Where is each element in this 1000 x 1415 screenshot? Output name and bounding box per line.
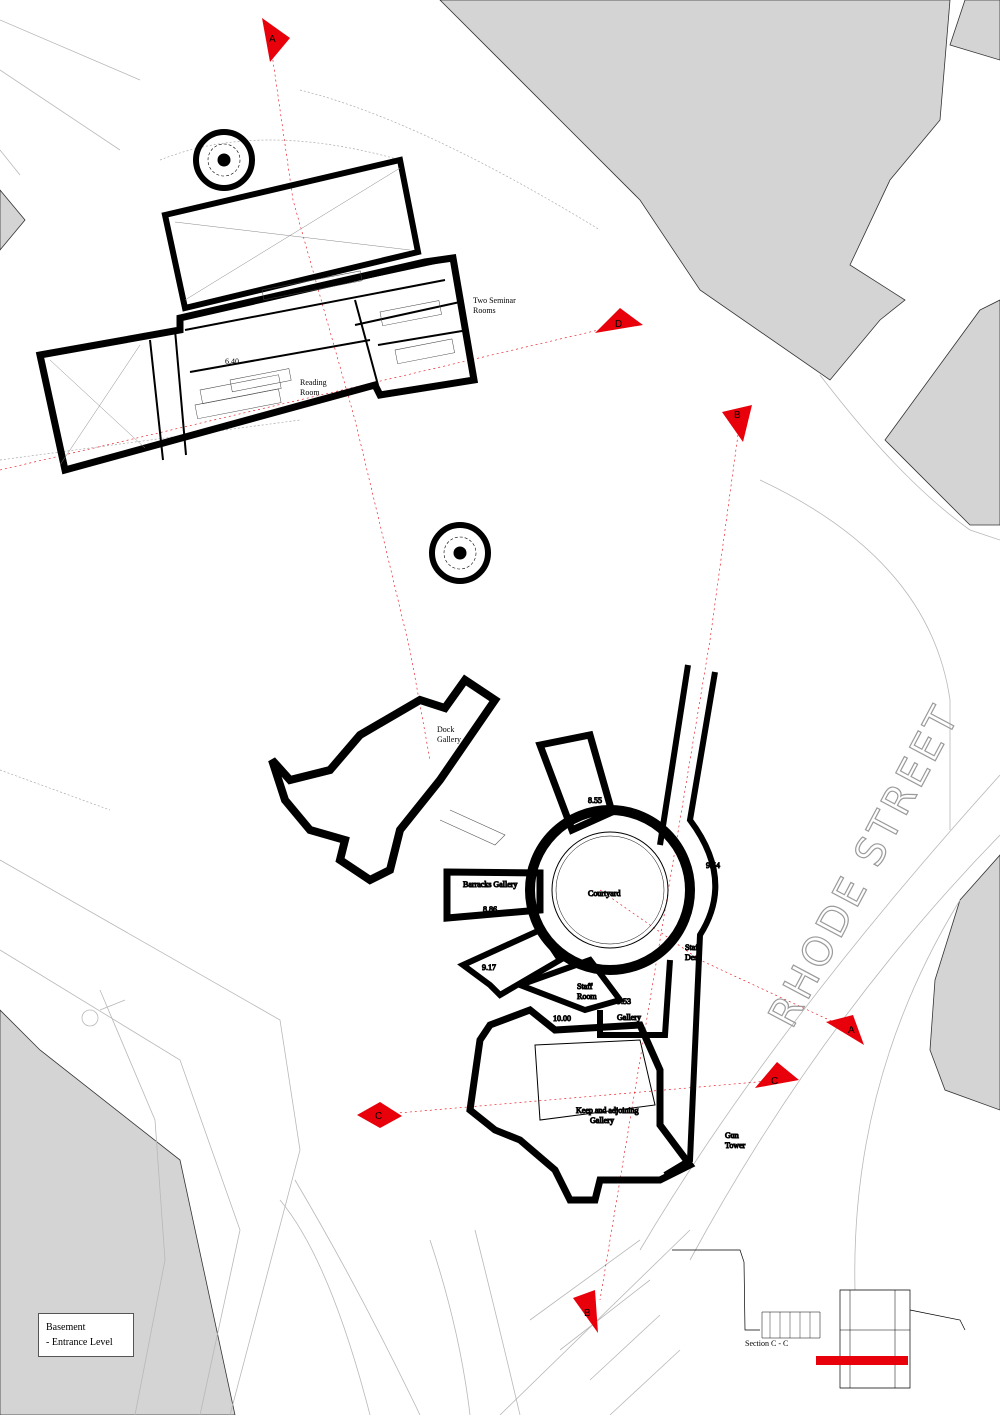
building-east	[884, 299, 1000, 526]
library-block: Two Seminar Rooms Reading Room 6.40	[35, 156, 516, 475]
level-954: 9.54	[706, 861, 720, 870]
section-inset: Section C - C	[672, 1249, 966, 1389]
label-seminar-line2: Rooms	[473, 306, 496, 315]
label-dock-line1: Dock	[437, 725, 454, 734]
svg-text:B: B	[734, 410, 741, 421]
svg-text:C: C	[375, 1111, 382, 1122]
level-917: 9.17	[482, 963, 496, 972]
marker-c-right: C	[755, 1062, 799, 1088]
caption-line1: Basement	[46, 1322, 86, 1333]
label-keep-line2: Gallery	[590, 1116, 614, 1125]
marker-a-top: A	[262, 18, 290, 62]
courtyard-inner	[551, 831, 669, 949]
inner-walls	[149, 261, 469, 461]
spiral-stairs	[193, 129, 491, 584]
svg-text:C: C	[771, 1076, 778, 1087]
building-south-east	[929, 854, 1000, 1111]
keep-inner	[534, 1039, 656, 1121]
south-wall	[597, 959, 673, 1038]
fortress: Courtyard Barracks Gallery Staff Room St…	[443, 664, 746, 1204]
label-courtyard: Courtyard	[588, 889, 620, 898]
level-855: 8.55	[588, 796, 602, 805]
spiral-stair-north	[193, 129, 255, 191]
svg-text:A: A	[848, 1025, 855, 1036]
section-markers: A D B A C C B	[262, 18, 864, 1333]
drawing-caption: Basement - Entrance Level	[38, 1313, 134, 1357]
site-boundaries	[0, 89, 601, 811]
label-seminar-line1: Two Seminar	[473, 296, 516, 305]
stair-arm	[457, 926, 565, 999]
main-hall-outline	[35, 254, 479, 475]
north-arm	[535, 730, 617, 835]
level-886: 8.86	[483, 905, 497, 914]
building-north-east	[439, 0, 951, 381]
building-west	[0, 189, 26, 251]
left-void-cross	[49, 344, 146, 466]
label-barracks: Barracks Gallery	[463, 880, 517, 889]
caption-line2: - Entrance Level	[46, 1337, 113, 1348]
label-gallery: Gallery	[617, 1013, 641, 1022]
inset-label: Section C - C	[745, 1339, 788, 1348]
marker-c-left: C	[357, 1102, 402, 1128]
street-lines	[0, 19, 1000, 1415]
label-keep-line1: Keep and adjoining	[576, 1106, 639, 1115]
upper-void-cross	[174, 167, 411, 301]
building-far-north-east	[949, 0, 1000, 61]
svg-text:D: D	[615, 319, 622, 330]
staff-wedge	[511, 956, 626, 1014]
dock-gallery: Dock Gallery	[268, 674, 506, 885]
keep	[466, 1006, 696, 1204]
label-staff-room-line1: Staff	[577, 982, 593, 991]
spiral-stair-central-core	[453, 546, 467, 560]
label-gun-line2: Tower	[725, 1141, 746, 1150]
level-640: 6.40	[225, 357, 239, 366]
marker-b-top: B	[722, 405, 752, 442]
upper-void	[161, 156, 422, 312]
label-gun-line1: Gun	[725, 1131, 739, 1140]
level-1000: 10.00	[553, 1014, 571, 1023]
marker-a-right: A	[826, 1015, 864, 1045]
reading-desks	[194, 270, 455, 420]
marker-b-bottom: B	[573, 1290, 598, 1333]
label-dock-line2: Gallery	[437, 735, 461, 744]
svg-text:A: A	[269, 34, 276, 45]
inset-section-cut	[816, 1356, 908, 1365]
label-staff-desk-line1: Staff	[685, 943, 701, 952]
section-lines	[0, 39, 841, 1301]
marker-d: D	[595, 308, 643, 333]
svg-text:B: B	[584, 1308, 591, 1319]
label-reading-line2: Room	[300, 388, 320, 397]
level-953: 9.53	[617, 997, 631, 1006]
spiral-stair-north-core	[217, 153, 231, 167]
east-corridor	[657, 664, 719, 1178]
label-staff-room-line2: Room	[577, 992, 597, 1001]
spiral-stair-central	[429, 522, 491, 584]
label-staff-desk-line2: Desk	[685, 953, 701, 962]
label-reading-line1: Reading	[300, 378, 327, 387]
barracks-arm	[443, 868, 544, 922]
